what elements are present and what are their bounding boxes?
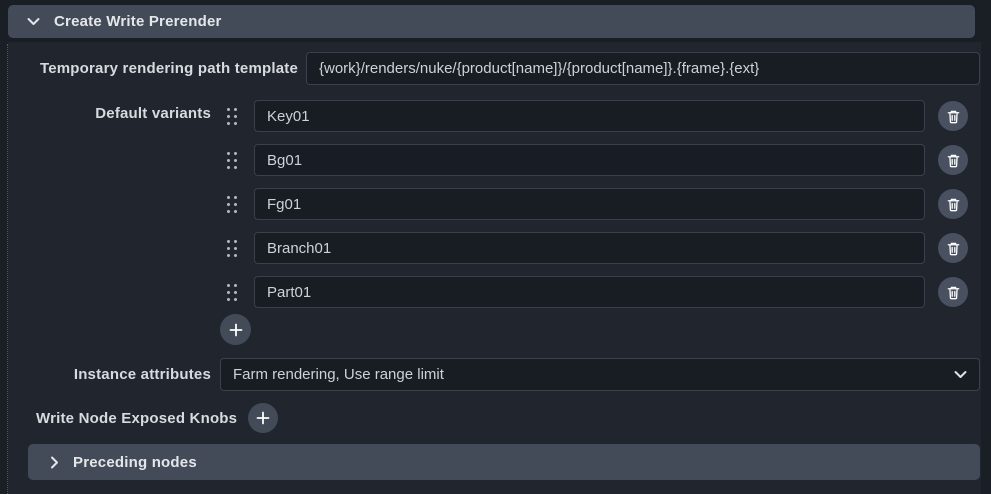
instance-attributes-label: Instance attributes xyxy=(73,366,211,383)
delete-variant-button[interactable] xyxy=(938,233,968,263)
add-exposed-knob-button[interactable] xyxy=(248,403,278,433)
instance-attributes-value: Farm rendering, Use range limit xyxy=(233,366,444,383)
variant-input[interactable] xyxy=(254,232,925,264)
variant-input[interactable] xyxy=(254,188,925,220)
trash-icon xyxy=(947,198,959,211)
delete-variant-button[interactable] xyxy=(938,189,968,219)
chevron-right-icon xyxy=(50,456,59,469)
delete-variant-button[interactable] xyxy=(938,101,968,131)
path-template-label: Temporary rendering path template xyxy=(39,60,298,77)
delete-variant-button[interactable] xyxy=(938,145,968,175)
path-template-input[interactable] xyxy=(306,52,980,85)
chevron-down-icon xyxy=(27,17,40,26)
tree-guide-line xyxy=(7,44,8,494)
chevron-down-icon xyxy=(954,370,967,379)
variant-row xyxy=(0,188,991,220)
exposed-knobs-label: Write Node Exposed Knobs xyxy=(36,410,238,427)
drag-handle-icon[interactable] xyxy=(227,152,239,170)
trash-icon xyxy=(947,154,959,167)
drag-handle-icon[interactable] xyxy=(227,108,239,126)
instance-attributes-select[interactable]: Farm rendering, Use range limit xyxy=(220,358,980,391)
section-header-create-write-prerender[interactable]: Create Write Prerender xyxy=(8,5,975,38)
trash-icon xyxy=(947,242,959,255)
variant-row xyxy=(0,144,991,176)
drag-handle-icon[interactable] xyxy=(227,240,239,258)
trash-icon xyxy=(947,110,959,123)
section-header-preceding-nodes[interactable]: Preceding nodes xyxy=(28,444,980,480)
drag-handle-icon[interactable] xyxy=(227,284,239,302)
drag-handle-icon[interactable] xyxy=(227,196,239,214)
default-variants-label: Default variants xyxy=(95,105,211,122)
variant-input[interactable] xyxy=(254,144,925,176)
variant-input[interactable] xyxy=(254,276,925,308)
variant-row xyxy=(0,276,991,308)
trash-icon xyxy=(947,286,959,299)
variant-input[interactable] xyxy=(254,100,925,132)
variant-row xyxy=(0,100,991,132)
plus-icon xyxy=(229,323,242,336)
section-title: Create Write Prerender xyxy=(54,13,222,30)
variant-row xyxy=(0,232,991,264)
plus-icon xyxy=(256,411,270,425)
section-title: Preceding nodes xyxy=(73,453,197,471)
add-variant-button[interactable] xyxy=(220,314,251,345)
delete-variant-button[interactable] xyxy=(938,277,968,307)
